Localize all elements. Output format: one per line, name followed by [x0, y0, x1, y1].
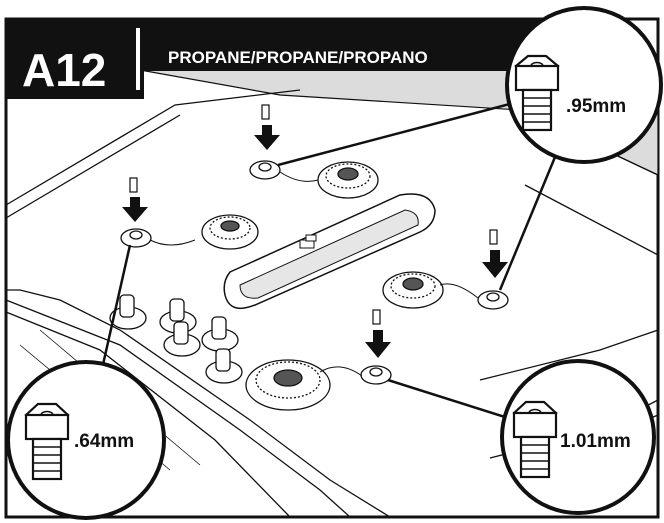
burner-front-large	[245, 359, 331, 411]
knob	[211, 316, 227, 340]
callout-bottom-right: 1.01mm	[500, 359, 656, 515]
section-title: PROPANE/PROPANE/PROPANO	[168, 48, 428, 67]
knob	[173, 321, 189, 345]
orifice-arrow	[365, 309, 391, 358]
orifice-fitting-icon	[512, 400, 558, 479]
step-number: A12	[22, 44, 106, 96]
orifice-arrow	[254, 104, 280, 150]
orifice-arrows	[122, 104, 508, 358]
callout-top-right: .95mm	[505, 6, 663, 164]
callout-bottom-left: .64mm	[6, 360, 166, 520]
orifice-arrow	[482, 229, 508, 278]
orifice-fitting-icon	[514, 54, 560, 132]
step-divider	[136, 28, 140, 90]
burner-right	[382, 271, 444, 309]
orifice-size-label: .64mm	[74, 431, 134, 452]
burner-rear-center	[317, 161, 379, 199]
step-box	[6, 19, 144, 99]
center-vent	[223, 193, 436, 310]
knob	[119, 294, 135, 318]
orifice-fitting-icon	[24, 402, 70, 481]
orifice-size-label: 1.01mm	[560, 431, 631, 452]
burner-left	[201, 214, 259, 250]
knob	[169, 298, 185, 322]
gas-tubes	[149, 171, 479, 377]
knob	[215, 348, 231, 372]
control-knobs	[109, 294, 243, 384]
orifice-arrow	[122, 177, 148, 222]
orifice-holders	[120, 160, 509, 385]
orifice-size-label: .95mm	[566, 96, 626, 117]
